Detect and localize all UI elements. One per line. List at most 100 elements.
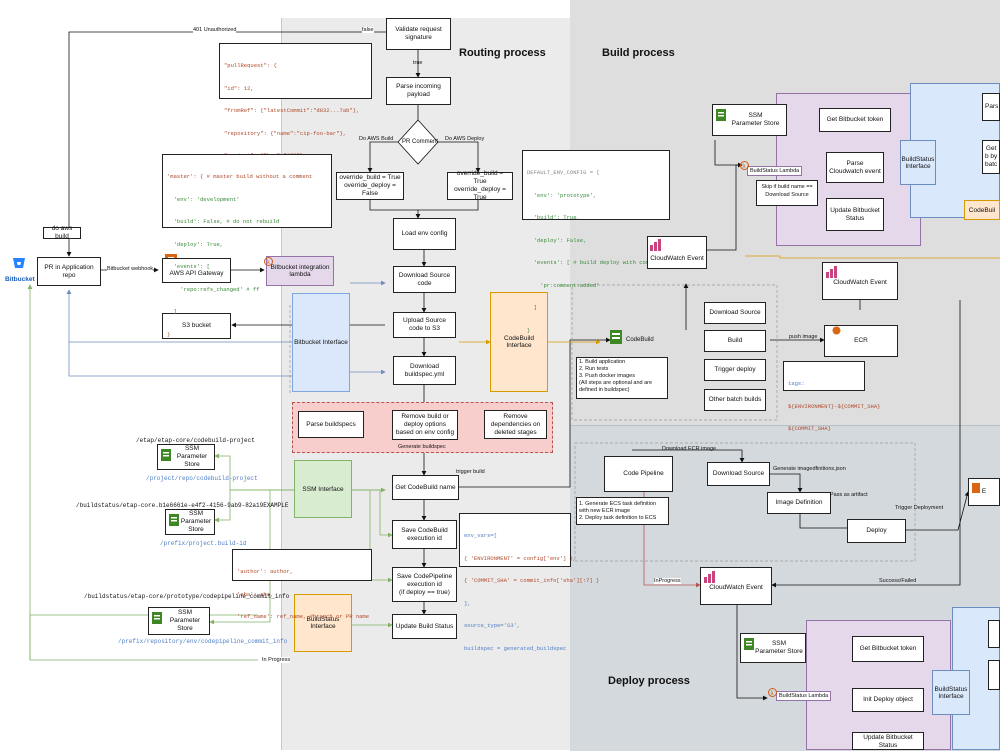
push-image-label: push image xyxy=(789,334,818,340)
master-cfg-line-2: 'env': 'development' xyxy=(167,195,240,203)
code-pipeline-box: Code Pipeline xyxy=(604,456,673,492)
download-buildspec: Download buildspec.yml xyxy=(393,356,456,385)
build-buildstatus-lambda: BuildStatus Lambda xyxy=(747,166,803,176)
upload-source-s3: Upload Source code to S3 xyxy=(393,312,456,338)
svg-text:λ: λ xyxy=(743,164,746,170)
env-vars-line-2: { 'ENVIRONMENT' = config['env'] }, xyxy=(464,554,577,562)
in-progress-label: In Progress xyxy=(262,657,291,663)
deploy-right-cut-2 xyxy=(988,660,1000,690)
default-cfg-line-3: 'build': True, xyxy=(527,214,580,221)
master-cfg-line-6: 'repo:refs_changed' # ff xyxy=(167,285,260,293)
parse-payload: Parse incoming payload xyxy=(386,77,451,105)
ssm-store-2-label: SSM Parameter Store xyxy=(180,510,212,533)
author-callout: 'author': author, 'sha': sha, 'ref_name'… xyxy=(232,549,372,620)
pr-json-callout: "pullRequest": { "id": 12, "fromRef": {"… xyxy=(219,43,372,159)
build-ssm-label: SSM Parameter Store xyxy=(731,112,780,127)
author-line-3: 'ref_name': ref_name, #branch or PR name xyxy=(237,613,370,620)
ssm-icon xyxy=(716,108,726,121)
ecr-icon xyxy=(832,322,841,335)
tags-callout: tags: ${ENVIRONMENT}-${COMMIT_SHA} ${COM… xyxy=(783,361,880,432)
default-cfg-line-1: DEFAULT_ENV_CONFIG = { xyxy=(527,169,600,176)
deploy-buildstatus-iface: BuildStatus Interface xyxy=(932,670,970,715)
do-aws-deploy-label: Do AWS Deploy xyxy=(445,136,485,142)
svg-text:λ: λ xyxy=(267,260,270,266)
override-deploy-box: override_build = True override_deploy = … xyxy=(447,170,513,201)
lambda-icon: λ xyxy=(768,684,777,697)
lambda-icon: λ xyxy=(740,157,749,170)
deploy-box: Deploy xyxy=(847,519,906,543)
ssm-icon xyxy=(161,448,171,461)
author-line-1: 'author': author, xyxy=(237,568,294,575)
ssm-icon xyxy=(169,513,179,526)
default-cfg-line-4: 'deploy': False, xyxy=(527,236,587,244)
build-codebuild-cut: CodeBuil xyxy=(964,200,1000,220)
ssm-path-2: /buildstatus/etap-core.b1e6661e-e4f2-415… xyxy=(76,502,289,509)
true-label: true xyxy=(413,60,423,66)
tags-line-1: tags: xyxy=(788,380,805,387)
do-aws-build-label: Do AWS Build xyxy=(359,136,394,142)
pr-comment-label: PR Comment xyxy=(402,139,439,145)
bitbucket-icon xyxy=(12,256,26,270)
get-codebuild-name: Get CodeBuild name xyxy=(392,475,459,500)
master-cfg-line-8: } xyxy=(167,330,171,338)
pr-json-line-3: "fromRef": {"latestCommit":"d832...7ab"}… xyxy=(224,107,360,114)
deploy-ssm-label: SSM Parameter Store xyxy=(755,640,803,655)
build-get-token: Get Bitbucket token xyxy=(819,108,891,132)
ecs-icon xyxy=(972,480,980,493)
build-get-b-cut: Get b by batc xyxy=(982,140,1000,174)
codebuild-label: CodeBuild xyxy=(626,337,654,343)
master-cfg-line-7: ] xyxy=(167,308,177,315)
env-vars-line-1: env_vars=[ xyxy=(464,532,498,539)
build-cloudwatch-event: CloudWatch Event xyxy=(647,236,707,269)
env-vars-line-4: ], xyxy=(464,599,471,607)
deploy-init-object: Init Deploy object xyxy=(852,688,924,712)
load-env-config: Load env config xyxy=(393,218,456,250)
deploy-cw-label: CloudWatch Event xyxy=(709,584,763,591)
build-build: Build xyxy=(704,330,766,352)
build-buildstatus-iface: BuildStatus Interface xyxy=(900,140,936,185)
ssm-store-3-label: SSM Parameter Store xyxy=(169,609,201,632)
lambda-icon: λ xyxy=(264,253,273,266)
deploy-note: 1. Generate ECS task definition with new… xyxy=(576,497,669,525)
buildstatus-interface: BuildStatus Interface xyxy=(294,594,352,652)
build-cloudwatch-event-2: CloudWatch Event xyxy=(822,262,898,300)
ssm-path-3: /buildstatus/etap-core/prototype/codepip… xyxy=(84,593,290,600)
update-build-status: Update Build Status xyxy=(392,614,457,639)
cloudwatch-icon xyxy=(650,238,664,251)
deploy-title: Deploy process xyxy=(608,675,690,687)
parse-buildspecs: Parse buildspecs xyxy=(298,411,364,438)
master-cfg-line-4: 'deploy': True, xyxy=(167,240,224,248)
ssm-path-3b: /prefix/repository/env/codepipeline_comm… xyxy=(118,638,288,645)
author-line-2: 'sha': sha, xyxy=(237,590,274,598)
webhook-label: Bitbucket webhook xyxy=(107,266,154,272)
build-title: Build process xyxy=(602,47,675,59)
env-vars-callout: env_vars=[ { 'ENVIRONMENT' = config['env… xyxy=(459,513,599,652)
default-cfg-line-6: 'pr:comment:added' xyxy=(527,281,600,289)
env-vars-line-6: buildspec = generated_buildspec xyxy=(464,644,567,652)
ssm-path-2b: /prefix/project.build-id xyxy=(160,540,247,547)
ssm-icon xyxy=(152,611,162,624)
deploy-download-source: Download Source xyxy=(707,462,770,486)
remove-dependencies: Remove dependencies on deleted stages xyxy=(484,410,547,439)
download-source-code: Download Source code xyxy=(393,266,456,293)
build-trigger-deploy: Trigger deploy xyxy=(704,359,766,381)
inprogress-label: InProgress xyxy=(654,578,681,584)
aws-api-gateway: AWS API Gateway xyxy=(162,258,231,283)
build-update-status: Update Bitbucket Status xyxy=(826,198,884,231)
bitbucket-label: Bitbucket xyxy=(5,276,35,283)
unauthorized-label: 401 Unauthorized xyxy=(193,27,237,33)
build-cw-label: CloudWatch Event xyxy=(650,254,704,262)
master-cfg-line-5: 'events': [ xyxy=(167,263,210,270)
code-pipeline-label: Code Pipeline xyxy=(623,470,664,477)
pr-json-line-1: "pullRequest": { xyxy=(224,62,277,69)
skip-callout: Skip if build name == Download Source xyxy=(756,180,818,206)
bitbucket-integration-lambda: Bitbucket integration lambda xyxy=(266,256,334,286)
codebuild-note: 1. Build application 2. Run tests 3. Pus… xyxy=(576,357,668,399)
trigger-build-label: trigger build xyxy=(456,469,485,475)
env-vars-line-5: source_type='S3', xyxy=(464,622,521,629)
false-label: false xyxy=(362,27,374,33)
pr-json-line-4: "repository": {"name":"cip-foo-bar"}, xyxy=(224,129,347,137)
svg-text:λ: λ xyxy=(771,691,774,697)
deploy-right-cut-1 xyxy=(988,620,1000,648)
default-cfg-line-5: 'events': [ # build deploy with comment xyxy=(527,259,663,266)
